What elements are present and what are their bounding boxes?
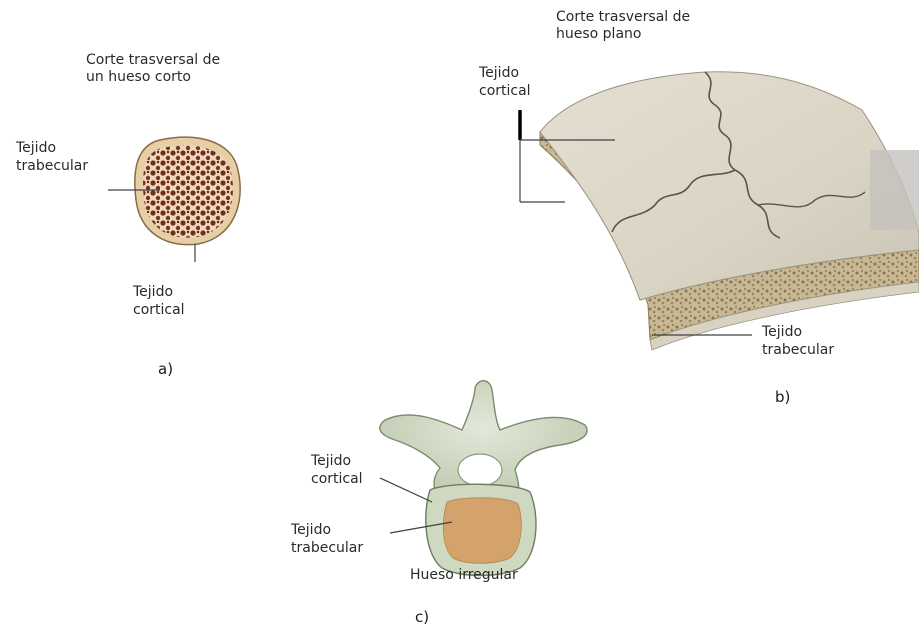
panel-a-title-line2: un hueso corto xyxy=(86,69,191,86)
vertebra-body-trabecular xyxy=(443,498,521,564)
panel-c-trabecular-label-line1: Tejido xyxy=(291,521,331,539)
vertebra xyxy=(380,381,587,576)
panel-b-cortical-label-line1: Tejido xyxy=(479,64,519,82)
panel-b-cortical-label-line2: cortical xyxy=(479,82,531,100)
panel-c-caption: c) xyxy=(415,608,429,626)
panel-b-trabecular-label-line2: trabecular xyxy=(762,341,834,359)
panel-c-bone-label: Hueso irregular xyxy=(410,566,518,584)
flat-bone-gray-edge xyxy=(870,150,919,230)
panel-a-trabecular-label-line1: Tejido xyxy=(16,139,56,157)
panel-b-title-line1: Corte trasversal de xyxy=(556,9,690,26)
leader-c-cortical xyxy=(380,478,432,502)
panel-a-trabecular-label-line2: trabecular xyxy=(16,157,88,175)
short-bone-trabecular xyxy=(143,145,233,237)
panel-a-caption: a) xyxy=(158,360,173,378)
panel-b-caption: b) xyxy=(775,388,790,406)
panel-a-title-line1: Corte trasversal de xyxy=(86,52,220,69)
panel-c-cortical-label-line1: Tejido xyxy=(311,452,351,470)
panel-c-trabecular-label-line2: trabecular xyxy=(291,539,363,557)
panel-b-trabecular-label-line1: Tejido xyxy=(762,323,802,341)
short-bone-section xyxy=(135,137,240,245)
panel-c-cortical-label-line2: cortical xyxy=(311,470,363,488)
panel-a-cortical-label-line2: cortical xyxy=(133,301,185,319)
vertebral-foramen xyxy=(458,454,502,486)
flat-bone-section xyxy=(540,72,919,350)
panel-b-title-line2: hueso plano xyxy=(556,26,641,43)
panel-a-cortical-label-line1: Tejido xyxy=(133,283,173,301)
